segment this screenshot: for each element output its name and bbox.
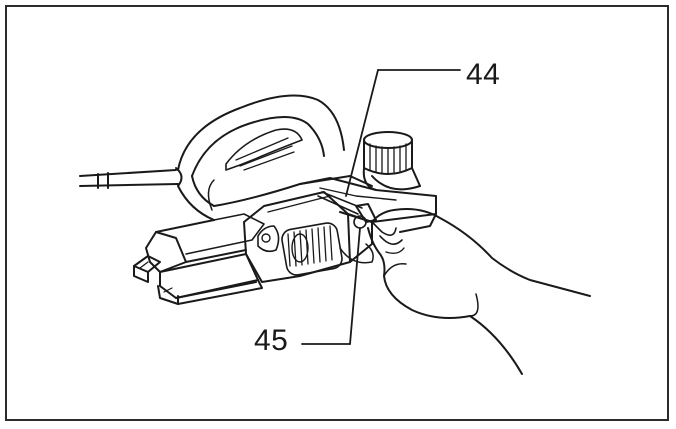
hand-illustration — [367, 208, 591, 375]
depth-adjust-knob — [362, 131, 421, 191]
callout-leaders — [301, 69, 461, 345]
leader-44-diagonal — [345, 69, 379, 197]
motor-housing — [243, 191, 351, 283]
planer-body — [133, 175, 373, 305]
callout-number-45: 45 — [254, 324, 289, 357]
depth-adjust-deck — [299, 177, 437, 263]
power-cord — [79, 167, 183, 189]
leader-45-vertical — [349, 227, 361, 345]
figure-frame — [5, 5, 669, 421]
planer-handle — [177, 94, 345, 221]
callout-number-44: 44 — [466, 58, 501, 91]
